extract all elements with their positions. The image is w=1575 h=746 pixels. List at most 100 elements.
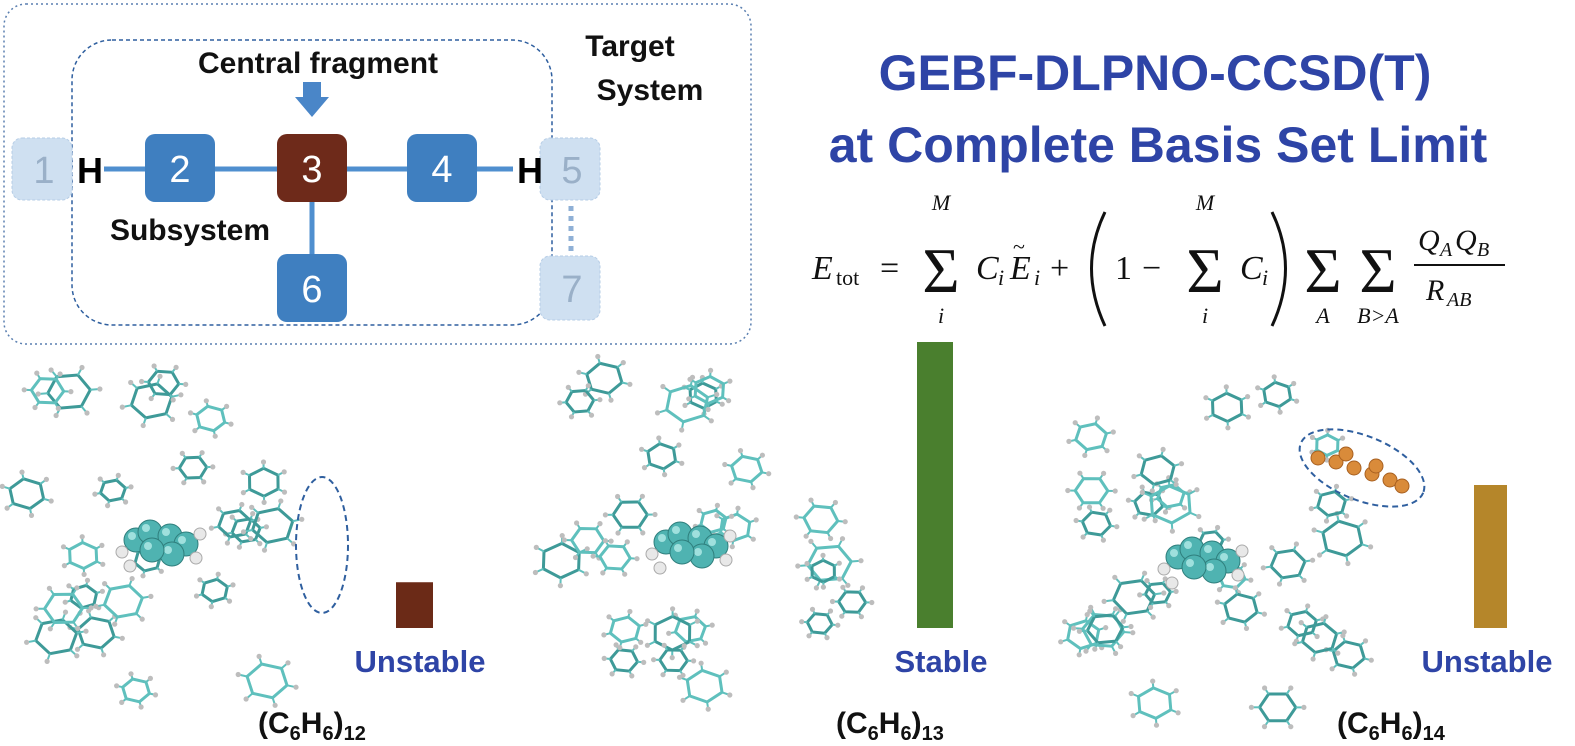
cluster-14-benzene-molecule: [1058, 612, 1109, 658]
cluster-12-benzene-molecule: [235, 653, 299, 708]
cluster-14-benzene-molecule: [1248, 685, 1307, 730]
cluster-13-benzene-molecule: [654, 374, 720, 433]
eq-den-r: R: [1425, 274, 1444, 307]
eq-coef-index-2: i: [1262, 265, 1268, 290]
status-label-2: Stable: [894, 644, 987, 679]
fragment-label-1: 1: [33, 150, 54, 192]
cluster-12-benzene-molecule: [187, 398, 234, 439]
cluster-12-benzene-molecule: [92, 472, 134, 509]
cluster-14-benzene-molecule: [1076, 606, 1134, 652]
cluster-12-structure: [0, 363, 305, 710]
cluster-13-benzene-molecule: [532, 533, 590, 589]
fragment-box-3: [277, 134, 347, 202]
eq-minus-sign: −: [1142, 250, 1161, 287]
cluster-13-benzene-molecule: [793, 497, 848, 542]
cluster-13-structure: [532, 353, 875, 712]
cluster-13-benzene-molecule: [676, 660, 733, 712]
cluster-12-benzene-molecule: [93, 576, 154, 627]
cluster-13-benzene-molecule: [804, 552, 843, 590]
subsystem-label: Subsystem: [110, 214, 270, 247]
eq-left-paren: [1090, 211, 1107, 327]
cluster-14-benzene-molecule: [1131, 446, 1185, 494]
cluster-14-benzene-molecule: [1214, 585, 1267, 632]
cluster-14-benzene-molecule: [1278, 603, 1326, 644]
hydrogen-cap-right: H: [517, 150, 543, 191]
cluster-13-benzene-molecule: [557, 383, 603, 420]
cluster-14-benzene-molecule: [1308, 483, 1355, 524]
cluster-12-benzene-molecule: [119, 373, 184, 429]
cluster-13-benzene-molecule: [644, 606, 701, 661]
eq-den-idx: AB: [1445, 289, 1471, 311]
added-benzene-oval: [1298, 428, 1426, 508]
cluster-13-benzene-molecule: [601, 642, 647, 679]
eq-energy: E: [1009, 250, 1031, 287]
cluster-13-benzene-molecule: [602, 493, 658, 536]
cluster-13-benzene-molecule: [722, 448, 772, 491]
cluster-formula-13: (C6H6)13: [836, 707, 944, 745]
cluster-12-benzene-molecule: [0, 469, 54, 519]
fragment-label-3: 3: [301, 149, 322, 191]
cluster-13-central-benzene: [645, 521, 737, 575]
energy-equation: E tot = M Σ i C i E ~ i + 1 − M Σ i C i …: [811, 190, 1505, 328]
eq-sum3-sigma: Σ: [1304, 235, 1341, 306]
cluster-12-benzene-molecule: [60, 534, 106, 578]
cluster-14-structure: [1058, 374, 1374, 730]
cluster-12-benzene-molecule: [33, 585, 94, 632]
gebf-scheme: 1 2 3 4 5 6 7 H H Central fragment Targe…: [3, 3, 752, 345]
cluster-12-benzene-molecule: [24, 609, 89, 665]
cluster-14-benzene-molecule: [1139, 475, 1202, 534]
eq-sum2-upper: M: [1195, 190, 1216, 215]
fragment-box-5: [539, 137, 601, 201]
eq-one: 1: [1115, 250, 1132, 287]
cluster-14-benzene-molecule: [1101, 570, 1167, 624]
eq-lhs-subscript: tot: [836, 265, 859, 290]
fragment-label-6: 6: [301, 269, 322, 311]
cluster-14-benzene-molecule: [1260, 541, 1316, 587]
eq-plus-sign: +: [1050, 250, 1069, 287]
cluster-12-benzene-molecule: [193, 571, 236, 610]
cluster-14-benzene-molecule: [1255, 374, 1300, 415]
eq-sum2-sigma: Σ: [1186, 235, 1223, 306]
eq-lhs-symbol: E: [811, 250, 833, 287]
eq-sum4-sigma: Σ: [1359, 235, 1396, 306]
stability-bars: [396, 342, 1507, 628]
eq-num-idx2: B: [1477, 239, 1489, 261]
cluster-14-benzene-molecule: [1073, 504, 1120, 543]
cluster-12-benzene-molecule: [62, 577, 105, 616]
cluster-13-benzene-molecule: [686, 367, 733, 413]
fragment-box-6: [277, 254, 347, 322]
target-system-label-line1: Target: [585, 30, 674, 63]
down-arrow-icon: [295, 82, 329, 117]
eq-energy-tilde: ~: [1013, 234, 1025, 259]
hydrogen-cap-left: H: [77, 150, 103, 191]
cluster-14-benzene-molecule: [1292, 614, 1347, 662]
vacancy-oval: [295, 476, 349, 614]
eq-num-q2: Q: [1455, 224, 1477, 257]
eq-num-idx1: A: [1438, 239, 1453, 261]
cluster-14-benzene-molecule: [1065, 470, 1118, 511]
cluster-14-benzene-molecule: [1066, 415, 1116, 458]
cluster-12-benzene-molecule: [21, 370, 74, 411]
eq-equals-sign: =: [880, 250, 899, 287]
stability-bar-13: [917, 342, 953, 628]
status-label-3: Unstable: [1422, 644, 1553, 679]
eq-sum3-lower: A: [1314, 303, 1330, 328]
cluster-14-benzene-molecule: [1137, 576, 1179, 611]
fragment-box-4: [407, 134, 477, 202]
fragment-box-7: [539, 255, 601, 321]
cluster-14-benzene-molecule: [1203, 384, 1251, 431]
cluster-13-benzene-molecule: [590, 538, 640, 577]
eq-sum1-lower: i: [938, 303, 944, 328]
scheme-outer-frame: [3, 3, 752, 345]
eq-num-q1: Q: [1418, 224, 1440, 257]
fragment-label-4: 4: [431, 149, 452, 191]
cluster-formula-12: (C6H6)12: [258, 707, 366, 745]
cluster-12-benzene-molecule: [170, 450, 216, 486]
fragment-box-1: [11, 137, 73, 201]
eq-coef-2: C: [1240, 250, 1263, 287]
status-label-1: Unstable: [355, 644, 486, 679]
eq-sum2-lower: i: [1202, 303, 1208, 328]
cluster-12-benzene-molecule: [114, 671, 159, 710]
cluster-13-benzene-molecule: [799, 606, 841, 641]
